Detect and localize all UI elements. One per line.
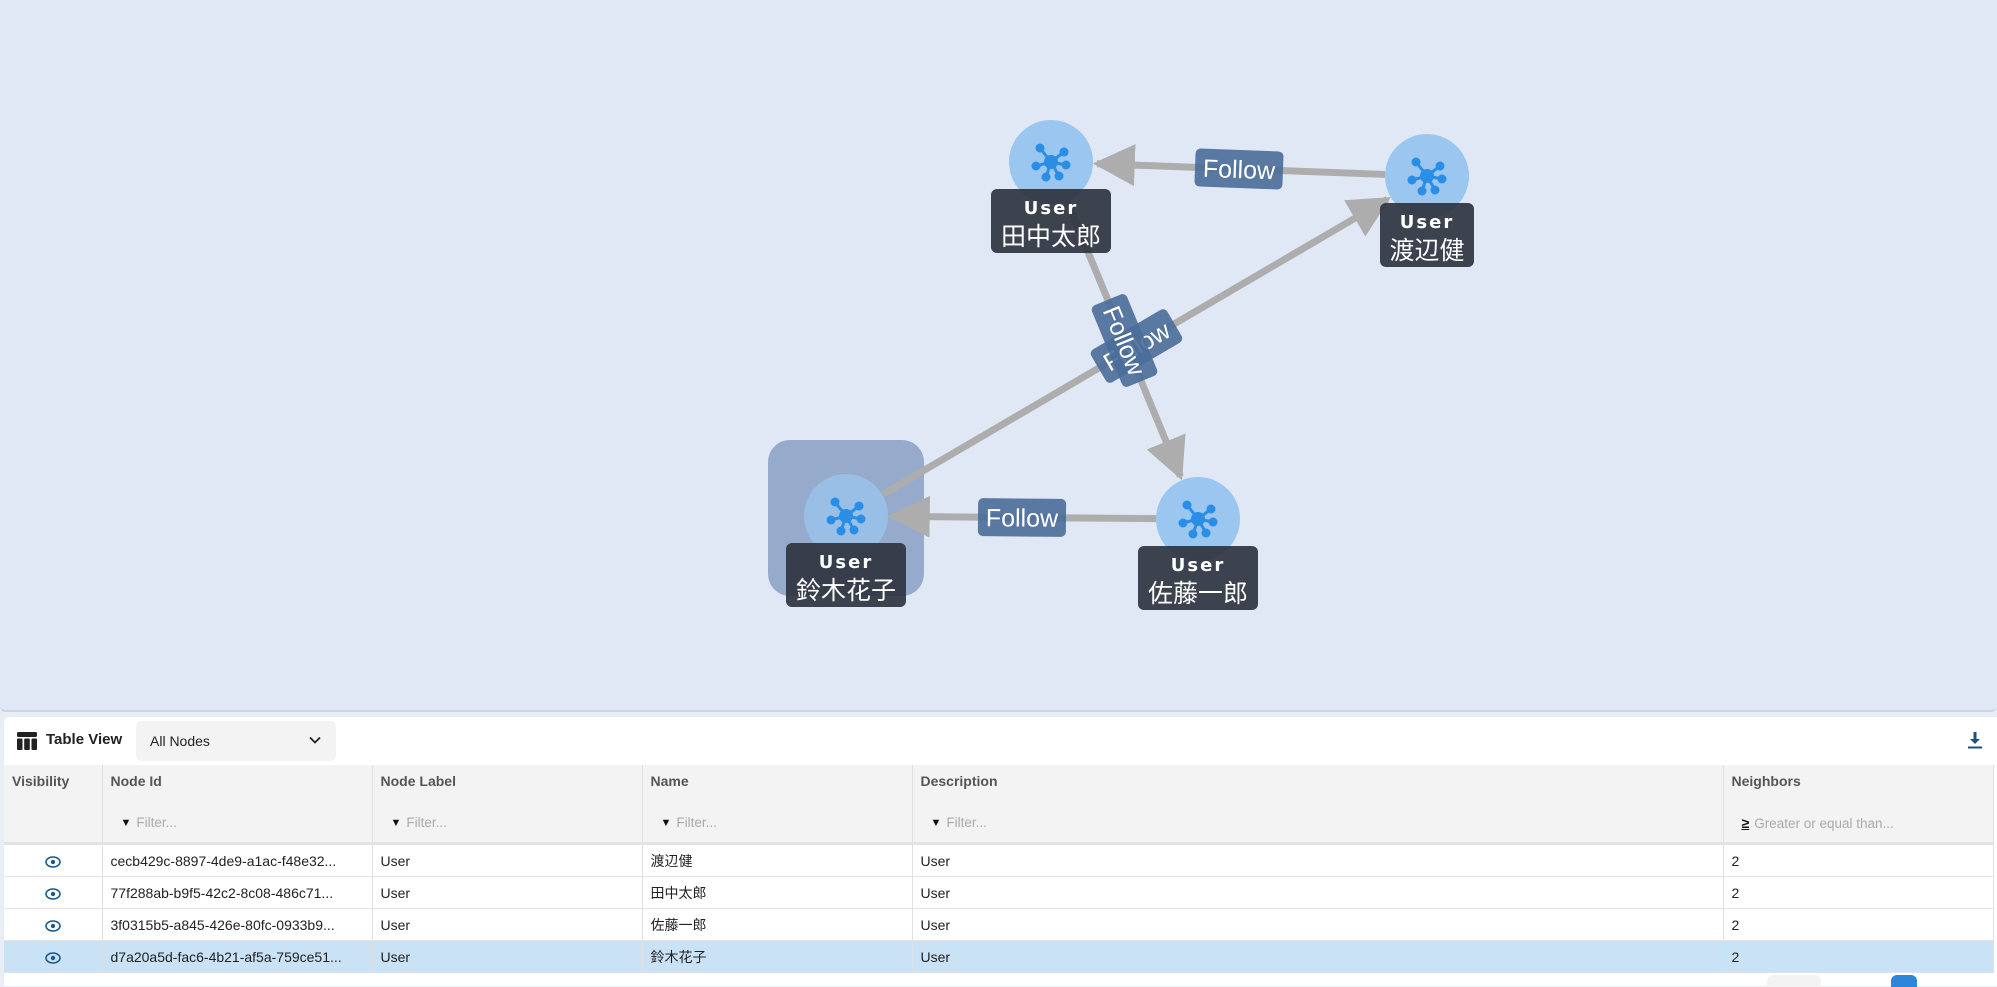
pagination-prev-button[interactable] — [1767, 975, 1821, 987]
node-label-box — [1138, 546, 1258, 610]
name-cell: 鈴木花子 — [642, 940, 913, 973]
node-type-label: User — [1171, 555, 1225, 576]
node-name-label: 渡辺健 — [1389, 236, 1464, 265]
edge-label-text: Follow — [986, 504, 1059, 533]
node-type-label: User — [819, 552, 873, 573]
visibility-cell — [4, 940, 103, 973]
visibility-cell — [4, 843, 103, 877]
graph-node-watanabe[interactable]: User 渡辺健 — [1380, 134, 1474, 267]
graph-network-icon — [1031, 143, 1071, 182]
node-id-cell: d7a20a5d-fac6-4b21-af5a-759ce51... — [102, 940, 373, 973]
edge-label-background — [977, 498, 1067, 537]
node-type-label: User — [1400, 212, 1454, 233]
pagination-current-page[interactable] — [1891, 975, 1917, 987]
node-id-filter-input[interactable]: ▼Filter... — [120, 815, 177, 830]
graph-network-icon — [826, 497, 866, 536]
eye-icon[interactable] — [44, 919, 61, 932]
filter-icon: ▼ — [660, 816, 672, 829]
name-cell: 田中太郎 — [642, 876, 913, 909]
node-name-label: 鈴木花子 — [796, 576, 896, 605]
graph-node-sato[interactable]: User 佐藤一郎 — [1138, 477, 1258, 610]
table-view-panel: Table View All Nodes Visibility Node Id … — [4, 717, 1997, 987]
visibility-cell — [4, 908, 103, 941]
column-header-visibility[interactable]: Visibility — [4, 765, 103, 845]
node-name-label: 田中太郎 — [1001, 222, 1101, 251]
node-label-box — [1380, 203, 1474, 267]
node-label-cell: User — [372, 908, 643, 941]
edge-label-background — [1091, 294, 1158, 387]
eye-icon[interactable] — [44, 951, 61, 964]
graph-node-tanaka[interactable]: User 田中太郎 — [991, 120, 1111, 253]
chevron-down-icon — [309, 736, 321, 744]
node-label-cell: User — [372, 876, 643, 909]
greater-equal-icon: ≥ — [1741, 815, 1750, 831]
node-id-cell: 3f0315b5-a845-426e-80fc-0933b9... — [102, 908, 373, 941]
visibility-cell — [4, 876, 103, 909]
neighbors-cell: 2 — [1723, 843, 1994, 877]
edge-label[interactable]: Follow — [977, 498, 1067, 537]
node-label-filter-input[interactable]: ▼Filter... — [390, 815, 447, 830]
name-cell: 渡辺健 — [642, 843, 913, 877]
description-cell: User — [912, 908, 1724, 941]
node-type-label: User — [1024, 198, 1078, 219]
eye-icon[interactable] — [44, 887, 61, 900]
node-label-cell: User — [372, 843, 643, 877]
graph-network-icon — [1178, 500, 1218, 539]
nodes-table: Visibility Node Id ▼Filter... Node Label… — [4, 765, 1994, 973]
graph-network-icon — [1407, 157, 1447, 196]
node-type-select[interactable]: All Nodes — [136, 721, 336, 761]
node-id-cell: 77f288ab-b9f5-42c2-8c08-486c71... — [102, 876, 373, 909]
neighbors-cell: 2 — [1723, 876, 1994, 909]
description-cell: User — [912, 876, 1724, 909]
description-filter-input[interactable]: ▼Filter... — [930, 815, 987, 830]
neighbors-cell: 2 — [1723, 940, 1994, 973]
eye-icon[interactable] — [44, 855, 61, 868]
neighbors-filter-input[interactable]: ≥Greater or equal than... — [1741, 815, 1894, 831]
table-header-row: Visibility Node Id ▼Filter... Node Label… — [4, 765, 1994, 845]
download-icon[interactable] — [1967, 731, 1983, 749]
column-header-neighbors[interactable]: Neighbors ≥Greater or equal than... — [1723, 765, 1994, 845]
filter-icon: ▼ — [120, 816, 132, 829]
edge-label-background — [1194, 148, 1284, 190]
table-view-title: Table View — [46, 731, 123, 748]
table-icon — [17, 732, 37, 750]
node-name-label: 佐藤一郎 — [1148, 579, 1248, 608]
column-header-description[interactable]: Description ▼Filter... — [912, 765, 1724, 845]
table-toolbar: Table View All Nodes — [4, 717, 1993, 765]
edge-label[interactable]: Follow — [1194, 148, 1284, 190]
neighbors-cell: 2 — [1723, 908, 1994, 941]
filter-icon: ▼ — [930, 816, 942, 829]
node-label-box — [991, 189, 1111, 253]
node-label-cell: User — [372, 940, 643, 973]
column-header-node-label[interactable]: Node Label ▼Filter... — [372, 765, 643, 845]
column-header-name[interactable]: Name ▼Filter... — [642, 765, 913, 845]
node-id-cell: cecb429c-8897-4de9-a1ac-f48e32... — [102, 843, 373, 877]
description-cell: User — [912, 940, 1724, 973]
name-cell: 佐藤一郎 — [642, 908, 913, 941]
name-filter-input[interactable]: ▼Filter... — [660, 815, 717, 830]
edge-label-text: Follow — [1202, 155, 1276, 186]
description-cell: User — [912, 843, 1724, 877]
node-type-select-value: All Nodes — [150, 733, 210, 749]
column-header-node-id[interactable]: Node Id ▼Filter... — [102, 765, 373, 845]
filter-icon: ▼ — [390, 816, 402, 829]
node-label-box — [786, 543, 906, 607]
graph-node-suzuki[interactable]: User 鈴木花子 — [786, 474, 906, 607]
